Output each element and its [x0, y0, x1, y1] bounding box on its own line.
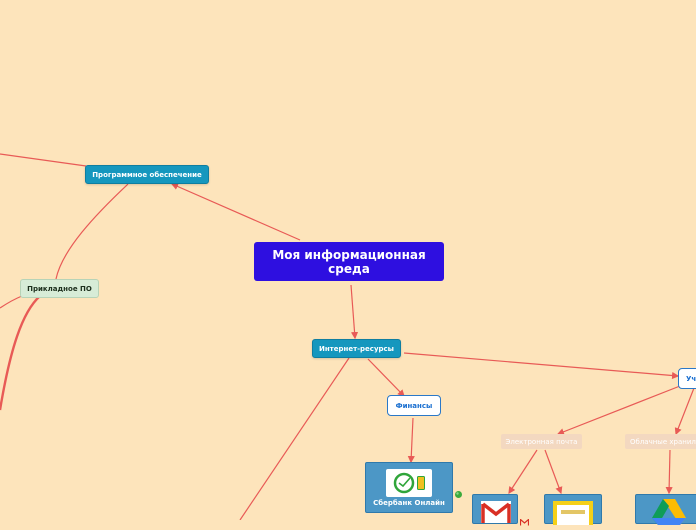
connector-software-offscreen	[0, 153, 87, 167]
connector-internet-study	[403, 352, 680, 380]
topic-email-label: Электронная почта	[505, 437, 578, 446]
topic-software[interactable]: Программное обеспечение	[85, 165, 209, 184]
connector-central-software	[170, 183, 301, 241]
connector-internet-down	[239, 357, 350, 520]
connector-study-email	[556, 385, 681, 436]
gmail-small-icon	[519, 511, 530, 530]
topic-finance[interactable]: Финансы	[387, 395, 441, 416]
topic-software-label: Программное обеспечение	[92, 170, 202, 179]
connector-finance-sber	[407, 417, 415, 464]
topic-study[interactable]: Уч	[678, 368, 696, 389]
connector-software-applied	[55, 183, 129, 280]
leaf-icon	[454, 484, 463, 503]
central-topic-label: Моя информационная среда	[272, 247, 426, 276]
topic-applied-software-label: Прикладное ПО	[27, 284, 92, 293]
sberbank-logo-icon	[386, 469, 432, 497]
connector-internet-finance	[367, 358, 405, 397]
topic-study-label: Уч	[686, 374, 696, 383]
sberbank-tile[interactable]: Сбербанк Онлайн	[365, 462, 453, 513]
connector-study-cloud	[674, 387, 695, 436]
topic-internet-resources[interactable]: Интернет-ресурсы	[312, 339, 401, 358]
gmail-tile[interactable]	[472, 494, 518, 524]
central-topic[interactable]: Моя информационная среда	[254, 242, 444, 281]
connector-applied-left	[0, 295, 23, 309]
topic-cloud-storage[interactable]: Облачные хранил	[625, 434, 696, 449]
connector-email-yandex	[544, 449, 563, 495]
topic-email[interactable]: Электронная почта	[501, 434, 582, 449]
connector-central-internet	[350, 284, 359, 340]
google-drive-icon	[652, 499, 686, 529]
yandex-mail-icon	[553, 501, 593, 529]
topic-applied-software[interactable]: Прикладное ПО	[20, 279, 99, 298]
connector-email-gmail	[508, 449, 538, 495]
topic-internet-resources-label: Интернет-ресурсы	[318, 344, 395, 353]
sberbank-tile-label: Сбербанк Онлайн	[373, 499, 445, 507]
connector-applied-offscreen	[0, 295, 41, 411]
gmail-icon	[481, 501, 511, 527]
topic-cloud-storage-label: Облачные хранил	[630, 437, 696, 446]
topic-finance-label: Финансы	[395, 401, 433, 410]
connector-cloud-drive	[665, 449, 673, 495]
